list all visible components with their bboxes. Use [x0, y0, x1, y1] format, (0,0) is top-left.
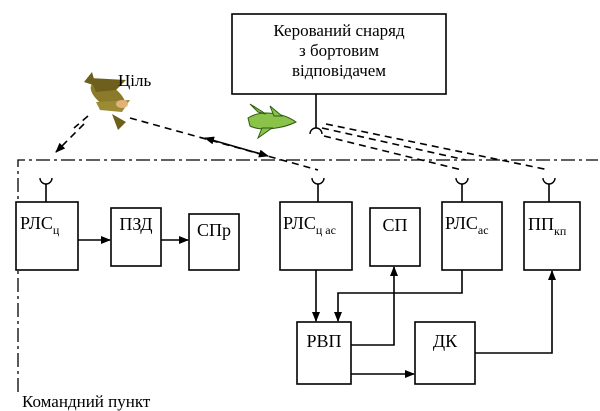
block-rls-target	[15, 201, 79, 271]
block-dk-label: ДК	[433, 331, 458, 351]
block-pzd	[110, 207, 162, 267]
block-rls-missile	[441, 201, 503, 271]
missile-box-line-2: з бортовим	[299, 41, 379, 60]
link-missile-to-rls-missile	[323, 135, 463, 171]
block-pp-kp-label: ППкп	[528, 214, 567, 238]
block-spr	[188, 213, 240, 271]
command-post-frame	[17, 159, 598, 392]
command-post-label: Командний пункт	[22, 392, 151, 411]
arrow-rvp-to-sp	[351, 266, 398, 346]
link-target-echo	[73, 115, 89, 129]
missile-icon	[247, 103, 297, 140]
missile-box	[231, 13, 447, 95]
link-missile-to-rls-missile-2	[321, 127, 467, 161]
missile-box-line-1: Керований снаряд	[273, 21, 405, 40]
block-rls-target-missile	[279, 201, 353, 271]
target-label: Ціль	[118, 71, 151, 90]
block-rls-missile-label: РЛСас	[445, 213, 489, 237]
antenna-icon	[39, 127, 556, 185]
block-spr-label: СПр	[197, 220, 231, 240]
block-rls-target-label: РЛСц	[20, 213, 60, 237]
block-rvp-label: РВП	[306, 331, 341, 351]
missile-box-line-3: відповідачем	[292, 61, 386, 80]
block-rvp	[296, 321, 352, 385]
block-rls-target-missile-label: РЛСц ас	[283, 213, 336, 237]
block-sp-label: СП	[382, 215, 407, 235]
arrow-rls-missile-to-rvp	[334, 270, 463, 322]
block-pzd-label: ПЗД	[119, 214, 152, 234]
block-pp-kp	[523, 201, 581, 271]
link-target-missile-bidirectional	[204, 136, 269, 158]
aircraft-icon	[84, 72, 130, 130]
arrow-dk-to-pp-kp	[475, 270, 556, 354]
link-missile-to-pp-kp	[325, 123, 550, 171]
link-target-to-rls	[55, 123, 85, 153]
block-sp	[369, 207, 421, 267]
block-dk	[414, 321, 476, 385]
